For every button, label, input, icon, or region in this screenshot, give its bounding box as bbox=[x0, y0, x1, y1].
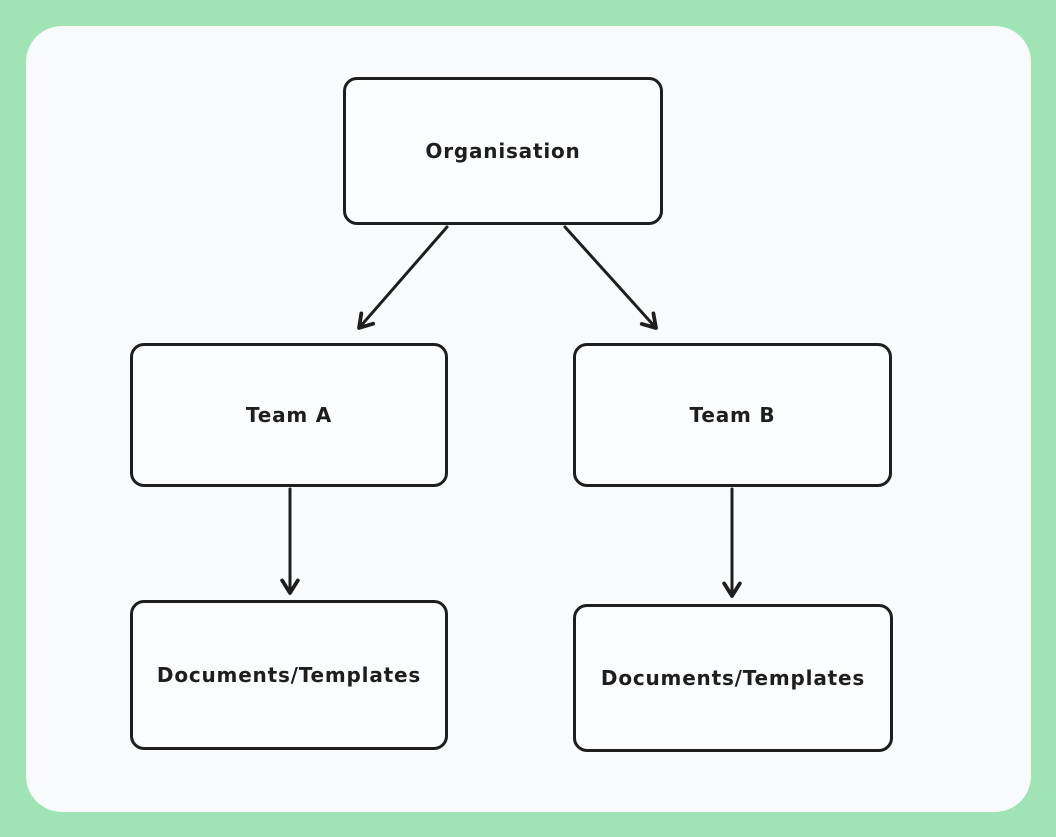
node-team-b-label: Team B bbox=[689, 403, 776, 427]
node-organisation[interactable]: Organisation bbox=[343, 77, 663, 225]
node-documents-a-label: Documents/Templates bbox=[156, 663, 422, 687]
node-team-a-label: Team A bbox=[245, 403, 333, 427]
node-organisation-label: Organisation bbox=[425, 139, 581, 163]
node-documents-b-label: Documents/Templates bbox=[600, 666, 866, 690]
node-documents-b[interactable]: Documents/Templates bbox=[573, 604, 893, 752]
node-team-b[interactable]: Team B bbox=[573, 343, 892, 487]
node-team-a[interactable]: Team A bbox=[130, 343, 448, 487]
node-documents-a[interactable]: Documents/Templates bbox=[130, 600, 448, 750]
